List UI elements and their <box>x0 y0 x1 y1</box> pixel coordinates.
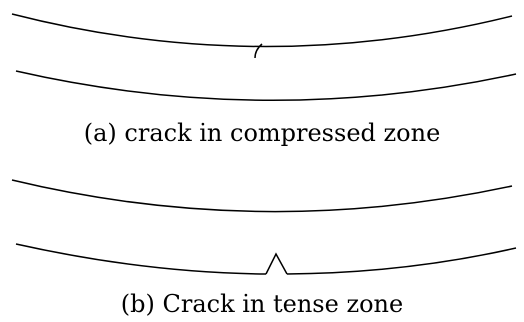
caption-crack-tense-zone: (b) Crack in tense zone <box>120 290 404 318</box>
panel-a-bottom-edge <box>15 70 517 102</box>
panel-a <box>11 13 517 102</box>
panel-a-top-edge <box>11 13 513 48</box>
panel-b-top-edge <box>11 179 513 213</box>
panel-b-tension-crack <box>265 252 288 275</box>
panel-a-compression-crack <box>254 43 263 59</box>
panel-b-bottom-edge-right <box>286 247 517 275</box>
panel-b-bottom-edge-left <box>15 243 267 275</box>
panel-b <box>11 179 517 275</box>
caption-crack-compressed-zone: (a) crack in compressed zone <box>83 119 441 147</box>
